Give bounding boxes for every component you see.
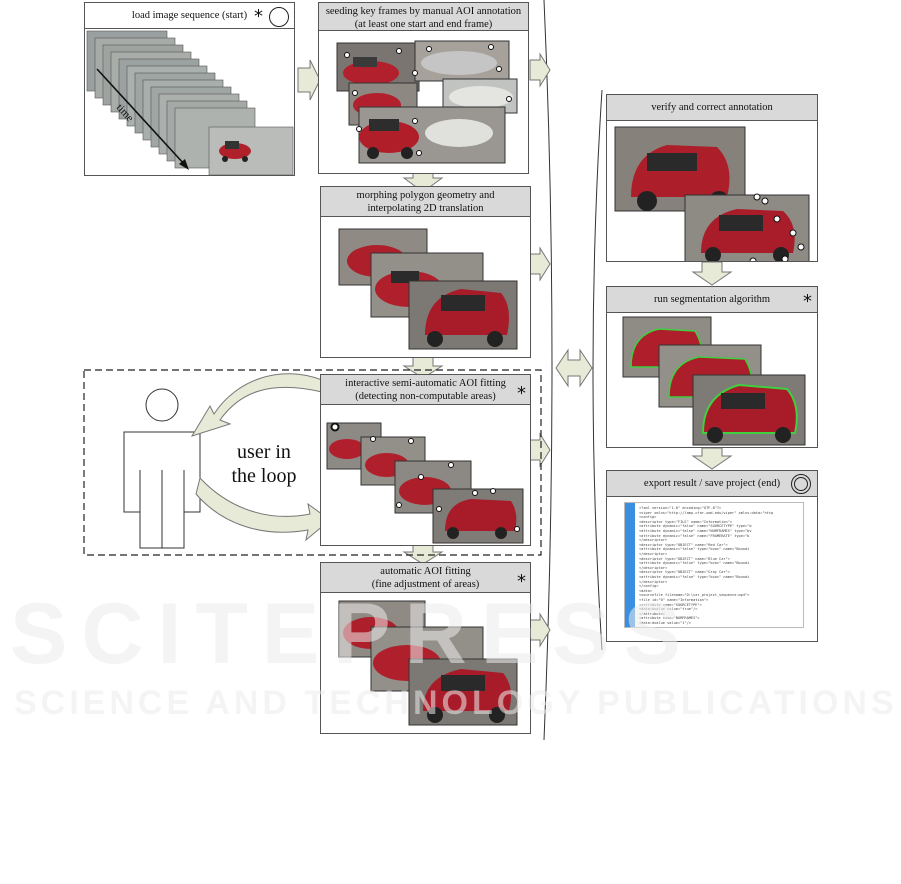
verify-step-title: verify and correct annotation	[651, 102, 773, 113]
code-line: </config>	[639, 584, 659, 589]
code-line: <data:dvalue value="1"/>	[639, 621, 691, 625]
code-line: <config>	[639, 515, 657, 520]
frame-stack: time	[85, 29, 294, 175]
code-line: <attribute dynamic="false" name="NUMFRAM…	[639, 529, 752, 533]
arrow-verify-to-segment	[691, 261, 733, 286]
code-line: <attribute dynamic="false" type="bvoc" n…	[639, 575, 750, 579]
code-line: <descriptor type="OBJECT" name="Red Car"…	[639, 542, 728, 547]
segmentation-panel: run segmentation algorithm *	[606, 286, 818, 448]
morph-step-title-line1: morphing polygon geometry and	[356, 190, 495, 201]
segmentation-frames-illustration	[622, 316, 806, 446]
code-line: <viper xmlns="http://lamp.cfar.umd.edu/v…	[639, 510, 774, 515]
code-line: <descriptor type="OBJECT" name="Blue Car…	[639, 556, 730, 561]
code-line: <attribute dynamic="false" name="SOURCET…	[639, 524, 752, 529]
watermark-title: SCITEPRESS	[10, 586, 695, 682]
export-step-header: export result / save project (end)	[607, 471, 817, 497]
automatic-step-star: *	[517, 571, 526, 592]
code-line: <attribute dynamic="false" name="FRAMERA…	[639, 533, 750, 538]
start-circle-icon	[269, 7, 289, 27]
code-line: <attribute name="SOURCETYPE">	[639, 602, 702, 607]
verify-step-header: verify and correct annotation	[607, 95, 817, 121]
verify-annotation-panel: verify and correct annotation	[606, 94, 818, 262]
morph-frames-illustration	[338, 228, 518, 350]
code-line: <attribute dynamic="false" type="bvoc" n…	[639, 561, 750, 566]
code-line: <?xml version="1.0" encoding="UTF-8"?>	[639, 506, 722, 510]
code-line: </descriptor>	[639, 552, 668, 556]
code-line: </descriptor>	[639, 565, 668, 570]
automatic-aoi-fitting-panel: automatic AOI fitting (fine adjustment o…	[320, 562, 531, 734]
interactive-step-title-line1: interactive semi-automatic AOI fitting	[345, 378, 506, 389]
loop-line1: user in	[237, 441, 291, 463]
code-line: <attribute name="NUMFRAMES">	[639, 616, 700, 621]
interactive-step-star: *	[517, 383, 526, 404]
export-step-title: export result / save project (end)	[643, 478, 781, 489]
load-step-title: load image sequence (start)	[131, 10, 248, 21]
watermark-subtitle: SCIENCE AND TECHNOLOGY PUBLICATIONS	[14, 684, 898, 722]
end-double-circle-icon	[791, 474, 811, 494]
segment-step-header: run segmentation algorithm	[607, 287, 817, 313]
interactive-step-title-line2: (detecting non-computable areas)	[355, 391, 496, 402]
interactive-aoi-fitting-panel: interactive semi-automatic AOI fitting (…	[320, 374, 531, 546]
code-gutter	[625, 503, 635, 627]
interactive-step-header: interactive semi-automatic AOI fitting (…	[321, 375, 530, 405]
xml-output-preview: <?xml version="1.0" encoding="UTF-8"?><v…	[624, 502, 804, 628]
seed-step-header: seeding key frames by manual AOI annotat…	[319, 3, 528, 31]
arrow-double-center	[555, 348, 593, 388]
code-line: <descriptor type="FILE" name="Informatio…	[639, 519, 733, 524]
code-line: <data:bvalue value="true"/>	[639, 607, 698, 612]
morph-step-title-line2: interpolating 2D translation	[367, 203, 484, 214]
interactive-frames-illustration	[326, 422, 524, 544]
seed-step-title-line2: (at least one start and end frame)	[354, 19, 493, 30]
code-line: <data>	[639, 588, 652, 593]
seed-step-title-line1: seeding key frames by manual AOI annotat…	[325, 6, 522, 17]
verify-frames-illustration	[614, 126, 810, 261]
automatic-frames-illustration	[338, 600, 518, 726]
seed-frames-illustration	[336, 40, 518, 164]
segment-step-star: *	[803, 291, 812, 312]
arrow-load-to-seed	[297, 59, 321, 101]
code-line: </descriptor>	[639, 538, 668, 543]
load-step-star: *	[254, 6, 263, 27]
arrow-segment-to-export	[691, 447, 733, 470]
automatic-step-header: automatic AOI fitting (fine adjustment o…	[321, 563, 530, 593]
arrow-interactive-to-center	[529, 432, 551, 468]
load-step-header: load image sequence (start)	[85, 3, 294, 29]
load-image-sequence-panel: load image sequence (start) *	[84, 2, 295, 176]
arrow-seed-to-center	[529, 52, 551, 88]
segment-step-title: run segmentation algorithm	[653, 294, 771, 305]
loop-arrow-bottom	[195, 476, 331, 542]
code-line: <file id="0" name="Information">	[639, 598, 709, 602]
morph-step-header: morphing polygon geometry and interpolat…	[321, 187, 530, 217]
user-figure-icon	[123, 388, 201, 549]
morphing-polygon-panel: morphing polygon geometry and interpolat…	[320, 186, 531, 358]
arrow-morph-to-center	[529, 246, 551, 282]
seeding-key-frames-panel: seeding key frames by manual AOI annotat…	[318, 2, 529, 174]
code-line: <attribute dynamic="false" type="bvoc" n…	[639, 547, 750, 552]
code-line: </attribute>	[639, 611, 665, 616]
automatic-step-title-line1: automatic AOI fitting	[380, 566, 471, 577]
code-line: </descriptor>	[639, 579, 668, 584]
loop-arrow-top	[190, 373, 323, 437]
user-in-the-loop-label: user in the loop	[214, 440, 314, 488]
arrow-automatic-to-center	[529, 612, 551, 648]
code-line: <descriptor type="OBJECT" name="Gray Car…	[639, 570, 730, 575]
loop-line2: the loop	[231, 465, 297, 487]
automatic-step-title-line2: (fine adjustment of areas)	[371, 579, 480, 590]
code-line: <sourcefile filename="D:\car_project_seq…	[639, 593, 750, 598]
user-loop-frame	[83, 369, 542, 556]
